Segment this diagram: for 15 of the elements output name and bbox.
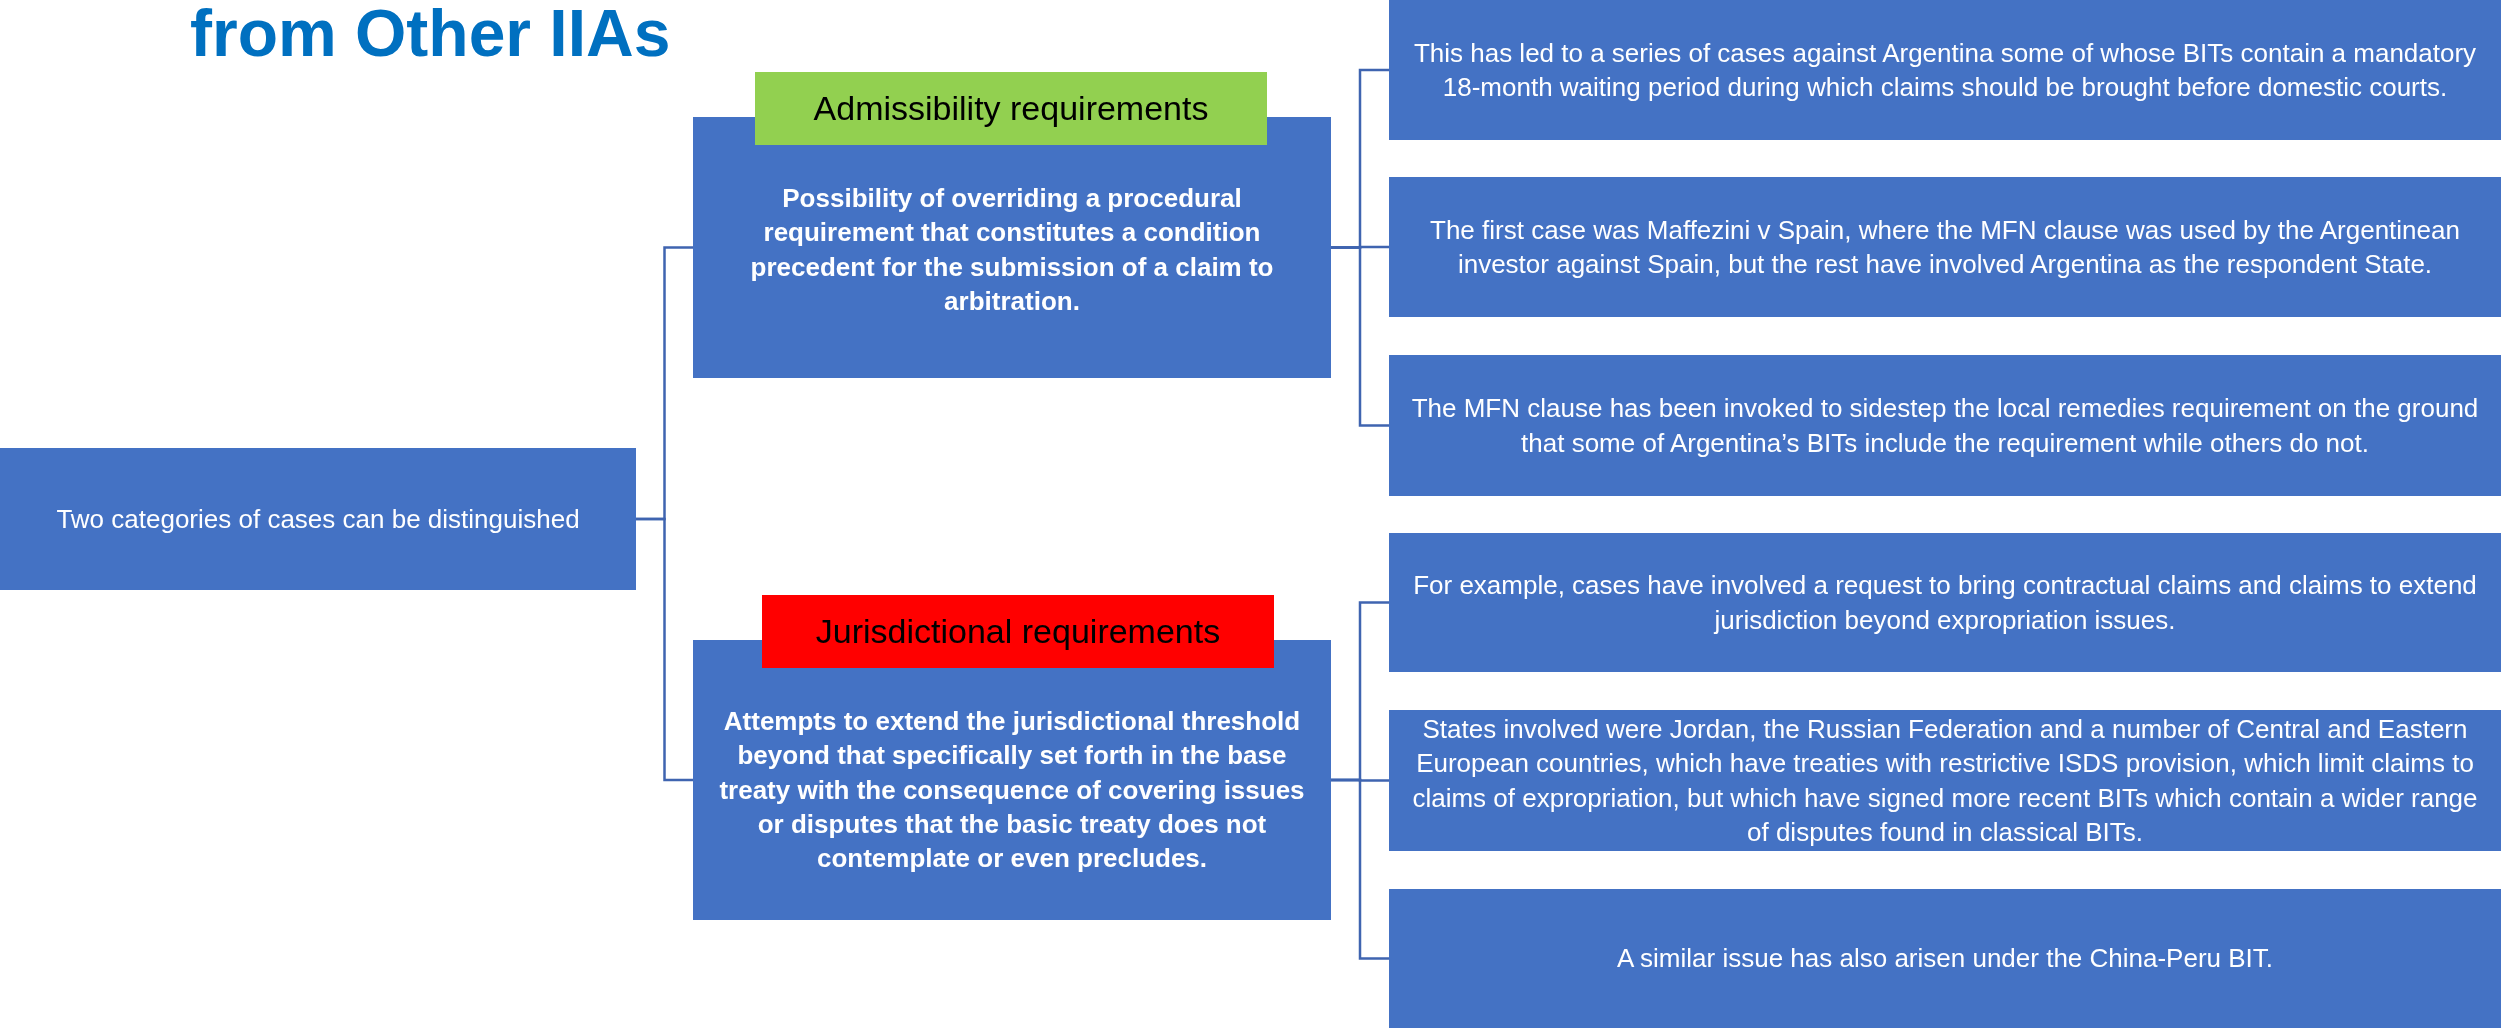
category-label: Admissibility requirements: [755, 72, 1267, 145]
card-body-text: Possibility of overriding a procedural requirement that constitutes a condition precedent for the submission of a claim to arbitration.: [749, 182, 1275, 318]
detail-box: The first case was Maffezini v Spain, where the MFN clause was used by the Argentinean investor against Spain, but the rest have involved Argentina as the respondent State.: [1389, 177, 2501, 317]
root-box: Two categories of cases can be distinguished: [0, 448, 636, 590]
card-body-text: Attempts to extend the jurisdictional threshold beyond that specifically set forth in the base treaty with the consequence of covering issues or disputes that the basic treaty does not contemplate or even precludes.: [718, 705, 1306, 876]
detail-box: For example, cases have involved a request to bring contractual claims and claims to extend jurisdiction beyond expropriation issues.: [1389, 533, 2501, 672]
connector-line: [636, 517, 693, 782]
detail-box: A similar issue has also arisen under the China-Peru BIT.: [1389, 889, 2501, 1028]
detail-box: This has led to a series of cases against Argentina some of whose BITs contain a mandatory 18-month waiting period during which claims should be brought before domestic courts.: [1389, 0, 2501, 140]
connector-line: [1331, 778, 1389, 960]
detail-box: The MFN clause has been invoked to sidestep the local remedies requirement on the ground that some of Argentina’s BITs include the requirement while others do not.: [1389, 355, 2501, 496]
title: from Other IIAs: [190, 0, 671, 66]
category-label: Jurisdictional requirements: [762, 595, 1274, 668]
detail-box: States involved were Jordan, the Russian Federation and a number of Central and Eastern European countries, which have treaties with restrictive ISDS provision, which limit claims to claims of expropriation, but which have signed more recent BITs which contain a wider range of disputes found in classical BITs.: [1389, 710, 2501, 851]
connector-line: [1331, 246, 1389, 427]
